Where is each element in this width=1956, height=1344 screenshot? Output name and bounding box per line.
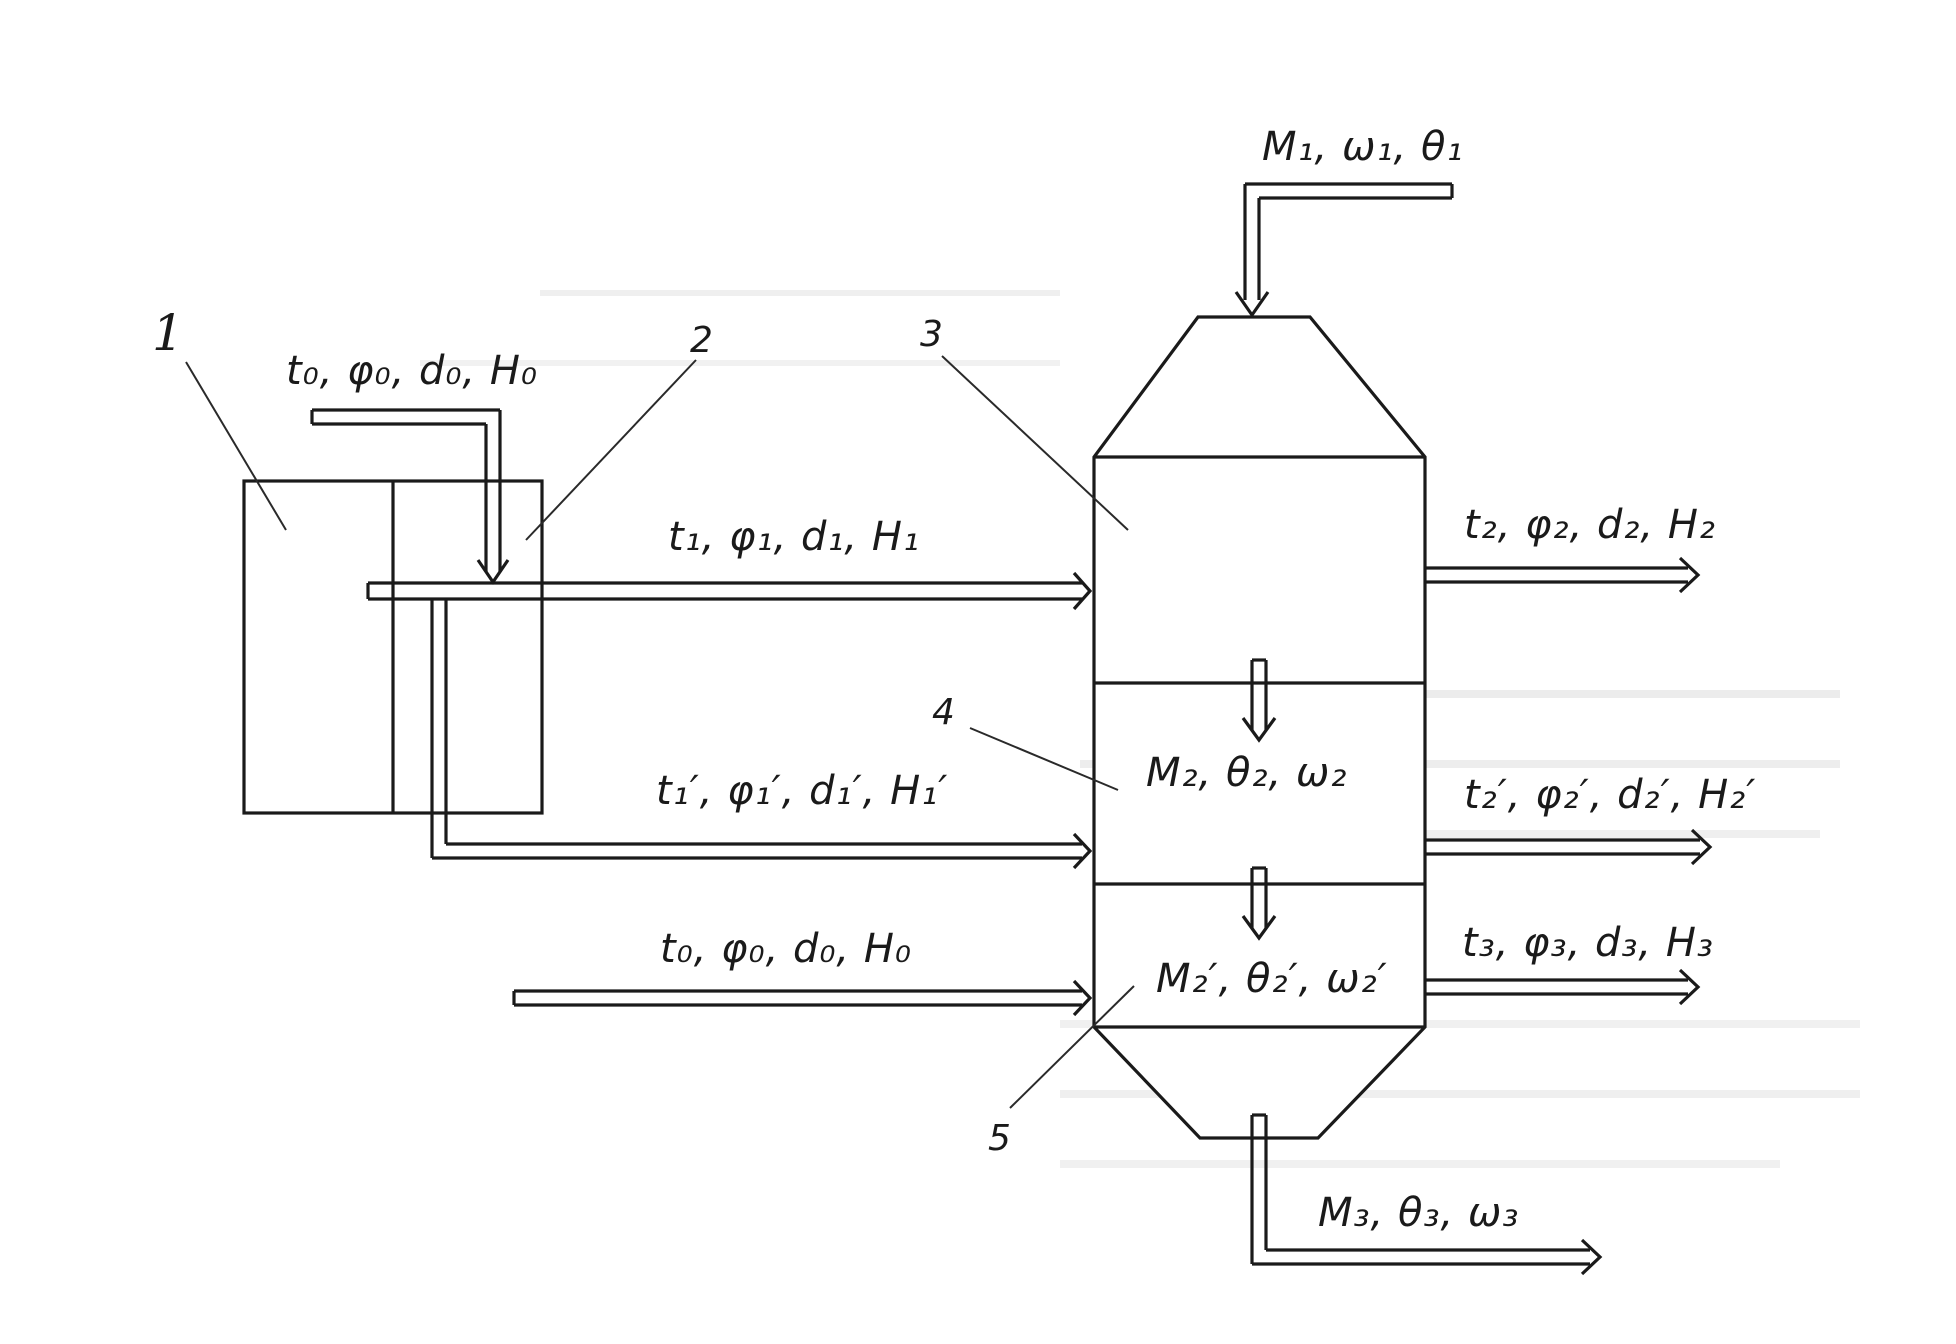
arrow-air-out-2 (1678, 556, 1701, 594)
bleed-through-texture (420, 290, 1860, 1168)
transfer-arrow-1 (1241, 658, 1277, 743)
arrow-ambient-top (476, 559, 510, 585)
arrow-ambient-low (1072, 979, 1093, 1017)
leader-4 (969, 727, 1119, 791)
grain-inlet (1234, 182, 1454, 318)
label-air-ambient-top: t₀, φ₀, d₀, H₀ (286, 348, 538, 394)
label-air-heated-1: t₁, φ₁, d₁, H₁ (668, 514, 920, 560)
leader-5 (1009, 985, 1135, 1109)
arrow-air-out-2p (1690, 828, 1713, 866)
label-air-out-3: t₃, φ₃, d₃, H₃ (1462, 920, 1714, 966)
arrow-air-out-3 (1678, 968, 1701, 1006)
callout-5: 5 (988, 1118, 1011, 1159)
ambient-air-low-inlet (512, 979, 1093, 1017)
heater-assembly (242, 408, 1093, 870)
arrow-heated-1 (1072, 571, 1093, 611)
dryer-column (1092, 315, 1427, 1140)
leader-2 (525, 359, 697, 541)
arrow-grain-in (1234, 291, 1270, 318)
callout-1: 1 (152, 304, 184, 362)
label-grain-zone-2p: M₂′, θ₂′, ω₂′ (1156, 956, 1388, 1002)
callout-3: 3 (920, 314, 943, 355)
leader-3 (941, 355, 1129, 531)
arrow-heated-1p (1072, 832, 1093, 870)
label-grain-in: M₁, ω₁, θ₁ (1262, 124, 1463, 170)
air-outlet-2 (1425, 556, 1701, 594)
callout-2: 2 (690, 320, 713, 361)
label-air-ambient-low: t₀, φ₀, d₀, H₀ (660, 926, 912, 972)
dryer-body (1092, 315, 1427, 1140)
label-grain-zone-2: M₂, θ₂, ω₂ (1146, 750, 1347, 796)
arrow-grain-out (1580, 1238, 1603, 1276)
label-air-out-2p: t₂′, φ₂′, d₂′, H₂′ (1464, 772, 1756, 818)
air-outlet-3 (1425, 968, 1701, 1006)
leader-1 (185, 361, 287, 531)
air-outlet-2p (1425, 828, 1713, 866)
label-grain-out: M₃, θ₃, ω₃ (1318, 1190, 1519, 1236)
label-air-heated-1p: t₁′, φ₁′, d₁′, H₁′ (656, 768, 948, 814)
callout-leaders (185, 355, 1135, 1109)
label-air-out-2: t₂, φ₂, d₂, H₂ (1464, 502, 1716, 548)
callout-4: 4 (932, 692, 955, 733)
grain-outlet (1250, 1113, 1603, 1276)
transfer-arrow-2 (1241, 866, 1277, 941)
